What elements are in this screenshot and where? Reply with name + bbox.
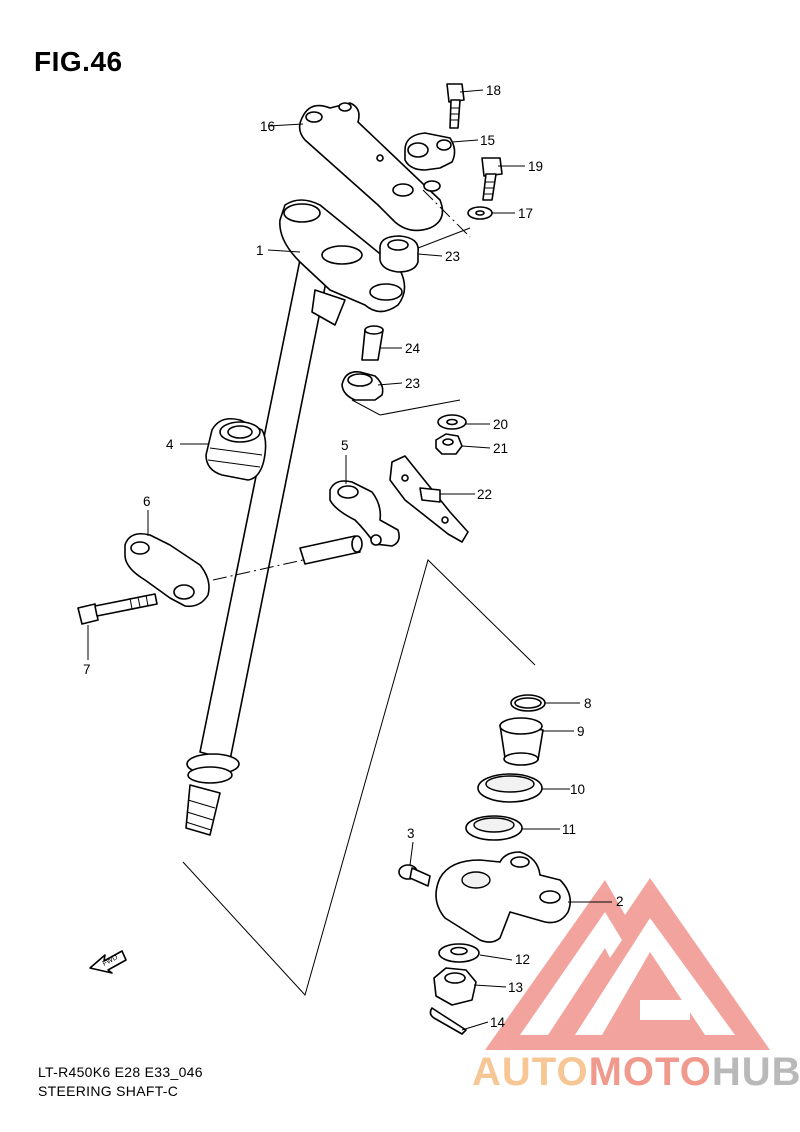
callout-13: 13 bbox=[508, 980, 523, 995]
callout-4: 4 bbox=[166, 437, 174, 452]
assembly-centerline bbox=[422, 189, 471, 238]
bushing-part-9 bbox=[499, 717, 544, 766]
collar-part-24 bbox=[361, 325, 384, 361]
holder-cap-part-15 bbox=[404, 132, 456, 192]
cushion-part-23-lower bbox=[341, 370, 384, 401]
washer-part-20 bbox=[437, 414, 467, 430]
callout-19: 19 bbox=[528, 159, 543, 174]
lower-holder-part-6 bbox=[124, 532, 210, 608]
callout-17: 17 bbox=[518, 206, 533, 221]
nut-part-21 bbox=[435, 433, 463, 455]
callout-20: 20 bbox=[493, 417, 508, 432]
watermark-wordmark: AUTOMOTOHUB bbox=[472, 1050, 800, 1095]
nut-part-13 bbox=[433, 967, 477, 1006]
callout-9: 9 bbox=[577, 724, 585, 739]
leader-lines bbox=[87, 89, 612, 1031]
section-name: STEERING SHAFT-C bbox=[38, 1083, 179, 1099]
callout-7: 7 bbox=[83, 662, 91, 677]
bolt-centerline bbox=[212, 559, 304, 581]
screw-part-3 bbox=[398, 864, 431, 887]
bushing-holder-part-5 bbox=[329, 480, 400, 547]
callout-2: 2 bbox=[616, 894, 624, 909]
oil-seal-part-8 bbox=[510, 694, 546, 712]
bolt-part-19 bbox=[481, 157, 503, 201]
callout-6: 6 bbox=[143, 494, 151, 509]
callout-11: 11 bbox=[562, 822, 576, 837]
handlebar-holder-part-16 bbox=[298, 102, 444, 232]
callout-12: 12 bbox=[515, 952, 530, 967]
callout-5: 5 bbox=[341, 438, 349, 453]
callout-23-lower: 23 bbox=[405, 376, 420, 391]
spacer-collar bbox=[299, 535, 363, 565]
cotter-pin-part-14 bbox=[429, 1007, 467, 1035]
model-code: LT-R450K6 E28 E33_046 bbox=[38, 1064, 203, 1080]
callout-15: 15 bbox=[480, 133, 495, 148]
callout-8: 8 bbox=[584, 696, 592, 711]
watermark-triangle-logo bbox=[485, 878, 770, 1050]
steering-shaft-part-1 bbox=[185, 199, 406, 836]
washer-part-17 bbox=[467, 206, 493, 220]
cushion-part-23-upper bbox=[379, 235, 419, 273]
callout-1: 1 bbox=[256, 243, 264, 258]
watermark-part-c: HUB bbox=[711, 1050, 800, 1094]
bolt-part-7 bbox=[77, 593, 158, 625]
bearing-part-11 bbox=[465, 815, 523, 841]
callout-18: 18 bbox=[486, 83, 501, 98]
watermark-part-b: MOTO bbox=[588, 1050, 712, 1094]
bracket-part-22 bbox=[389, 455, 469, 543]
callout-21: 21 bbox=[493, 441, 508, 456]
figure-title: FIG.46 bbox=[34, 46, 123, 77]
callout-10: 10 bbox=[570, 782, 585, 797]
watermark-part-a: AUTO bbox=[472, 1050, 589, 1094]
bolt-part-18 bbox=[446, 83, 465, 129]
callout-3: 3 bbox=[407, 826, 415, 841]
callout-16: 16 bbox=[260, 119, 275, 134]
washer-part-12 bbox=[438, 943, 480, 963]
steering-arm-part-2 bbox=[435, 851, 571, 943]
callout-22: 22 bbox=[477, 487, 492, 502]
callout-14: 14 bbox=[490, 1015, 506, 1030]
callout-labels: 1 2 3 4 5 6 7 8 9 10 11 12 13 14 15 16 1… bbox=[83, 83, 624, 1030]
callout-23-upper: 23 bbox=[445, 249, 460, 264]
forward-direction-arrow: FWD bbox=[89, 950, 127, 974]
callout-24: 24 bbox=[405, 341, 421, 356]
boot-part-4 bbox=[205, 417, 267, 481]
cushion-guide bbox=[351, 399, 461, 416]
bearing-part-10 bbox=[477, 773, 543, 803]
shaft-guide-frame bbox=[182, 559, 536, 996]
